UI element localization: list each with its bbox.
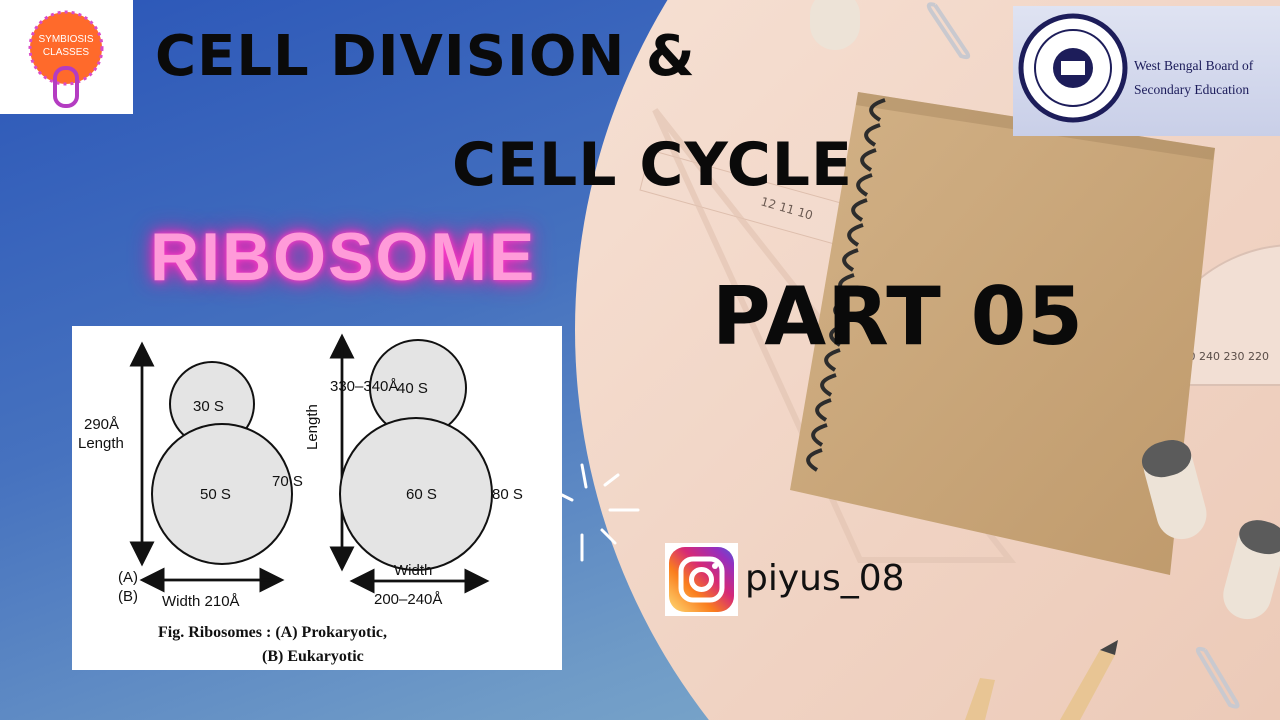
prokaryotic-ribosome-diagram bbox=[129, 341, 293, 593]
label-70s: 70 S bbox=[272, 473, 303, 490]
eraser bbox=[1141, 439, 1207, 540]
wbbse-seal-icon bbox=[1018, 13, 1128, 123]
label-tag-b: (B) bbox=[118, 588, 138, 605]
label-length-value: 290Å bbox=[84, 416, 120, 433]
symbiosis-classes-logo: SYMBIOSIS CLASSES bbox=[0, 0, 133, 114]
label-width-210: Width 210Å bbox=[162, 593, 240, 610]
wbbse-name: West Bengal Board of Secondary Education bbox=[1134, 54, 1280, 102]
topic-ribosome: RIBOSOME bbox=[150, 219, 537, 295]
label-60s: 60 S bbox=[406, 486, 437, 503]
paper-clip bbox=[1195, 646, 1240, 709]
board-line2: Secondary Education bbox=[1134, 82, 1250, 97]
paper-clip bbox=[926, 2, 971, 60]
label-80s: 80 S bbox=[492, 486, 523, 503]
figure-caption-line2: (B) Eukaryotic bbox=[262, 648, 364, 665]
pencil bbox=[965, 640, 1118, 720]
label-40s: 40 S bbox=[397, 380, 428, 397]
label-width: Width bbox=[394, 562, 433, 579]
logo-text-line2: CLASSES bbox=[43, 47, 89, 58]
label-width-200-240: 200–240Å bbox=[374, 591, 443, 608]
ribosome-figure: 30 S 330–340Å 290Å Length 50 S 70 S (A) … bbox=[72, 326, 562, 670]
label-tag-a: (A) bbox=[118, 569, 138, 586]
title-line2: CELL CYCLE bbox=[452, 130, 853, 200]
wbbse-banner bbox=[1013, 6, 1280, 136]
board-line1: West Bengal Board of bbox=[1134, 58, 1254, 73]
instagram-icon[interactable] bbox=[665, 543, 738, 616]
instagram-handle[interactable]: piyus_08 bbox=[745, 558, 905, 599]
label-30s: 30 S bbox=[193, 398, 224, 415]
eukaryotic-ribosome-diagram bbox=[329, 333, 493, 594]
label-length-euk: Length bbox=[304, 404, 321, 450]
figure-caption-line1: Fig. Ribosomes : (A) Prokaryotic, bbox=[158, 624, 387, 641]
part-number: PART 05 bbox=[712, 270, 1084, 363]
label-length: Length bbox=[78, 435, 124, 452]
label-50s: 50 S bbox=[200, 486, 231, 503]
eraser bbox=[810, 0, 860, 50]
label-diameter: 330–340Å bbox=[330, 378, 399, 395]
eraser bbox=[1223, 520, 1280, 620]
logo-text-line1: SYMBIOSIS bbox=[38, 34, 93, 45]
title-line1: CELL DIVISION & bbox=[155, 24, 696, 89]
sparkle-decoration bbox=[560, 463, 640, 562]
